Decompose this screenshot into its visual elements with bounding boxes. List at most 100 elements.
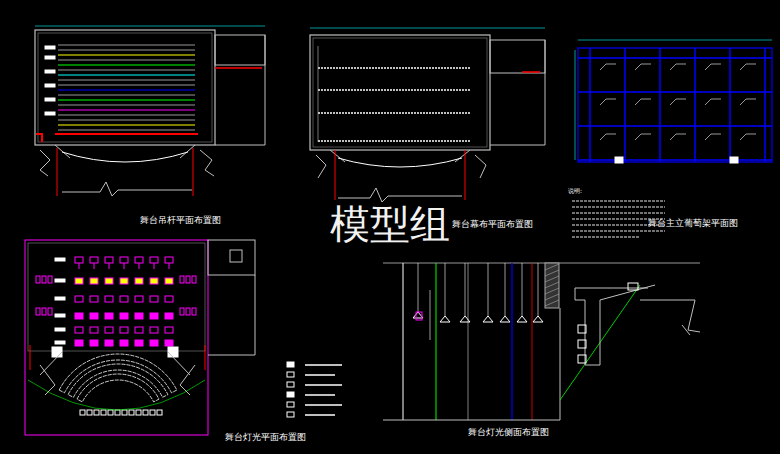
drawing-rect (90, 340, 98, 346)
drawing-rect (313, 38, 487, 147)
drawing-rect (55, 258, 65, 261)
drawing-rect (45, 70, 55, 73)
drawing-line (545, 294, 559, 300)
drawing-line (505, 263, 506, 316)
drawing-rect (55, 279, 65, 282)
drawing-rect (165, 313, 173, 319)
drawing-line (305, 404, 342, 406)
drawing-line (58, 124, 195, 125)
drawing-line (305, 394, 335, 396)
drawing-rect (165, 340, 173, 346)
drawing-rect (90, 327, 98, 333)
drawing-line (58, 115, 195, 116)
drawing-line (200, 150, 214, 176)
drawing-line (545, 300, 559, 306)
drawing-line (578, 40, 772, 41)
drawing-rect (150, 257, 158, 263)
seating-row (77, 374, 159, 402)
drawing-rect (186, 308, 190, 315)
drawing-line (659, 48, 661, 162)
drawing-rect (105, 278, 113, 284)
drawing-line (572, 200, 665, 202)
drawing-rect (55, 297, 65, 300)
drawing-line (154, 263, 155, 269)
drawing-line (572, 206, 665, 208)
drawing-rect (45, 84, 55, 87)
drawing-rect (165, 257, 173, 263)
light-fixture (533, 316, 543, 322)
drawing-line (572, 236, 640, 238)
drawing-rect (101, 410, 106, 415)
drawing-line (109, 263, 110, 269)
drawing-line (572, 230, 665, 232)
drawing-rect (35, 30, 215, 145)
drawing-rect (45, 56, 55, 59)
seating-row (68, 364, 168, 397)
drawing-rect (578, 325, 586, 333)
drawing-rect (75, 257, 83, 263)
drawing-rect (55, 328, 65, 331)
drawing-line (58, 64, 195, 65)
drawing-rect (150, 327, 158, 333)
drawing-rect (75, 296, 83, 302)
drawing-line (545, 264, 559, 270)
drawing-line (445, 263, 446, 316)
drawing-rect (120, 327, 128, 333)
drawing-rect (150, 278, 158, 284)
drawing-rect (108, 410, 113, 415)
drawing-rect (180, 276, 184, 283)
drawing-line (575, 288, 648, 289)
drawing-rect (38, 33, 212, 142)
drawing-line (208, 275, 255, 355)
drawing-rect (105, 313, 113, 319)
drawing-rect (135, 278, 143, 284)
light-fixture (500, 316, 510, 322)
drawing-line (383, 263, 700, 264)
drawing-line (468, 263, 469, 420)
drawing-rect (578, 355, 586, 363)
drawing-rect (129, 410, 134, 415)
drawing-line (193, 148, 194, 196)
drawing-rect (150, 296, 158, 302)
drawing-line (532, 263, 533, 420)
drawing-line (58, 99, 195, 100)
drawing-line (316, 155, 326, 178)
drawing-line (215, 35, 265, 145)
drawing-rect (120, 296, 128, 302)
drawing-line (40, 150, 50, 176)
drawing-rect (45, 98, 55, 101)
drawing-rect (75, 340, 83, 346)
drawing-rect (52, 347, 62, 357)
drawing-rect (628, 283, 638, 290)
drawing-rect (287, 362, 294, 367)
drawing-line (572, 212, 665, 214)
drawing-line (705, 134, 721, 140)
drawing-line (455, 150, 470, 162)
drawing-line (58, 85, 195, 86)
drawing-rect (135, 340, 143, 346)
drawing-line (335, 150, 336, 200)
drawing-rect (208, 240, 255, 275)
drawing-rect (287, 382, 294, 387)
drawing-rect (578, 48, 772, 162)
drawing-rect (615, 157, 623, 163)
drawing-line (418, 263, 419, 312)
drawing-line (522, 71, 540, 73)
drawing-rect (150, 340, 158, 346)
drawing-line (36, 134, 42, 142)
drawing-line (62, 182, 192, 196)
drawing-rect (55, 314, 65, 317)
drawing-line (318, 46, 319, 142)
drawing-line (600, 64, 616, 70)
light-fixture (517, 316, 527, 322)
drawing-rect (25, 240, 208, 435)
drawing-line (58, 130, 195, 131)
drawing-line (58, 89, 195, 90)
drawing-line (430, 290, 431, 340)
drawing-line (318, 112, 470, 114)
drawing-rect (186, 276, 190, 283)
light-fixture (483, 316, 493, 322)
drawing-rect (287, 372, 294, 377)
drawing-title: 舞台主立葡萄架平面图 (648, 219, 738, 229)
drawing-rect (94, 410, 99, 415)
